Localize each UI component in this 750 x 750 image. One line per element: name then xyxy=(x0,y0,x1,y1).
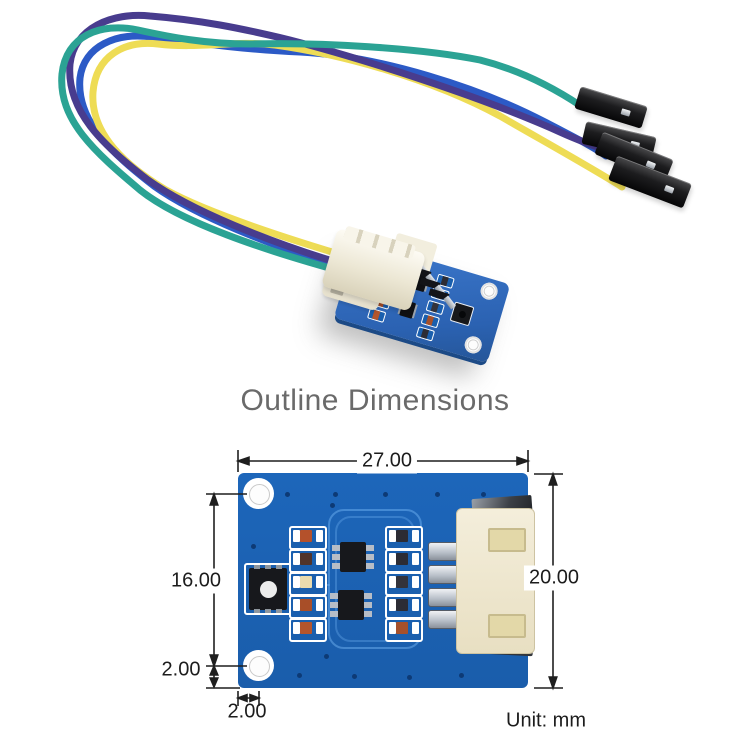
connector-slot xyxy=(488,528,526,552)
via xyxy=(333,492,338,497)
jst-connector xyxy=(456,508,535,654)
passive-component xyxy=(289,549,327,573)
via xyxy=(435,492,440,497)
dim-label-hole-left-offset: 2.00 xyxy=(227,700,267,723)
sensor-chip xyxy=(244,563,292,615)
wire-teal xyxy=(58,24,585,278)
dim-label-height: 20.00 xyxy=(523,565,585,591)
connector-slot xyxy=(488,614,526,638)
passive-component xyxy=(289,618,327,642)
via xyxy=(407,675,412,680)
mounting-hole xyxy=(243,650,274,681)
dim-label-hole-span: 16.00 xyxy=(165,568,227,594)
product-photo xyxy=(0,0,750,385)
ic-chip xyxy=(332,542,374,572)
dim-label-width: 27.00 xyxy=(356,448,418,474)
wire-purple xyxy=(66,11,616,270)
via xyxy=(481,492,486,497)
via xyxy=(285,492,290,497)
via xyxy=(330,503,335,508)
via xyxy=(324,654,329,659)
via xyxy=(297,673,302,678)
via xyxy=(383,492,388,497)
unit-label: Unit: mm xyxy=(506,709,586,732)
dim-label-hole-bottom-offset: 2.00 xyxy=(161,658,201,681)
passive-component xyxy=(385,549,423,573)
via xyxy=(352,674,357,679)
mounting-hole xyxy=(243,478,274,509)
via xyxy=(459,673,464,678)
ic-chip xyxy=(330,590,372,620)
page-title: Outline Dimensions xyxy=(240,384,510,417)
passive-component xyxy=(385,618,423,642)
passive-component xyxy=(385,572,423,596)
via xyxy=(251,544,256,549)
pcb-outline-drawing xyxy=(238,473,535,688)
passive-component xyxy=(289,572,327,596)
jumper-wires xyxy=(58,11,626,278)
